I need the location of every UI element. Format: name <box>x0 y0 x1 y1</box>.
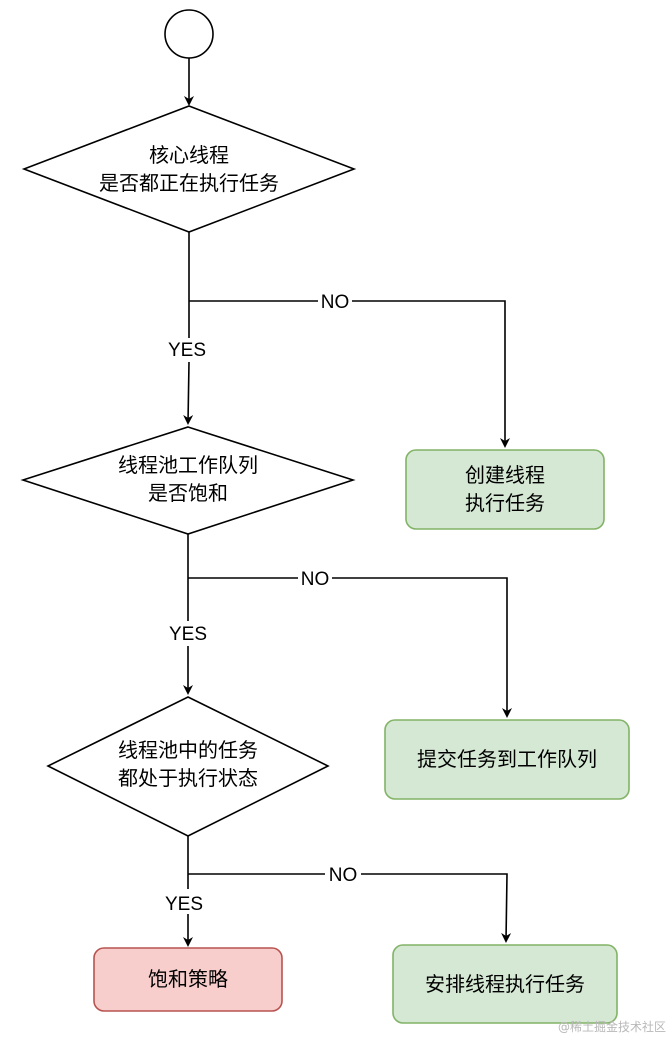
reject-box <box>93 947 283 1012</box>
action-submit-to-queue[interactable]: 提交任务到工作队列 <box>384 719 630 800</box>
decision-3-label-line1: 线程池中的任务 <box>118 738 258 762</box>
decision-1-diamond <box>21 105 357 233</box>
decision-pool-tasks-running[interactable]: 线程池中的任务 都处于执行状态 <box>46 696 330 837</box>
action-2-label: 提交任务到工作队列 <box>417 747 597 771</box>
action-1-label-line1: 创建线程 <box>465 463 545 487</box>
decision-2-no-arrow <box>332 577 512 718</box>
start-node[interactable] <box>164 9 214 59</box>
reject-saturation-policy[interactable]: 饱和策略 <box>93 947 283 1012</box>
decision-2-label-line1: 线程池工作队列 <box>118 453 258 477</box>
decision-core-threads-busy[interactable]: 核心线程 是否都正在执行任务 <box>21 105 357 233</box>
action-3-label: 安排线程执行任务 <box>425 972 585 996</box>
decision-3-label-line2: 都处于执行状态 <box>118 766 258 790</box>
decision-1-label-line2: 是否都正在执行任务 <box>99 171 279 195</box>
action-schedule-thread[interactable]: 安排线程执行任务 <box>392 944 618 1024</box>
action-create-thread[interactable]: 创建线程 执行任务 <box>405 449 605 530</box>
decision-3-no-arrow <box>361 873 512 943</box>
decision-1-yes-arrow <box>183 361 194 425</box>
decision-3-yes-label: YES <box>165 894 203 915</box>
decision-1-no-arrow <box>352 300 510 448</box>
reject-label: 饱和策略 <box>148 967 228 991</box>
decision-2-label-line2: 是否饱和 <box>148 481 228 505</box>
watermark-text: @稀土掘金技术社区 <box>558 1019 666 1034</box>
decision-1-yes-label: YES <box>168 340 206 361</box>
action-2-box <box>384 719 630 800</box>
decision-3-no-label: NO <box>329 865 358 886</box>
decision-2-no-label: NO <box>301 569 330 590</box>
action-1-label-line2: 执行任务 <box>465 491 545 515</box>
action-3-box <box>392 944 618 1024</box>
decision-1-label-line1: 核心线程 <box>149 143 229 167</box>
decision-1-no-label: NO <box>321 292 350 313</box>
decision-work-queue-full[interactable]: 线程池工作队列 是否饱和 <box>20 426 356 535</box>
action-1-box <box>405 449 605 530</box>
decision-2-yes-label: YES <box>169 624 207 645</box>
